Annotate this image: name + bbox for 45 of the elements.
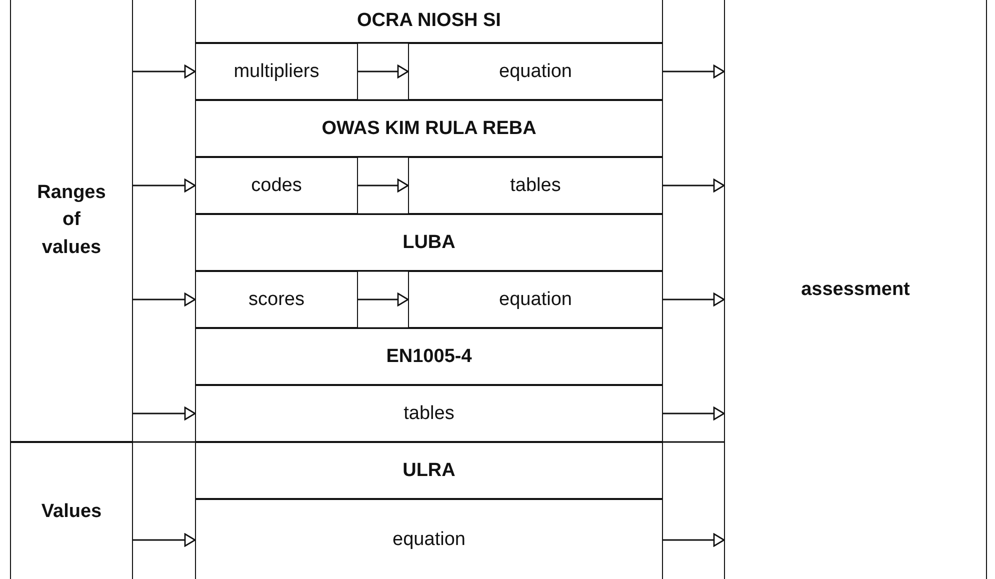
arrow bbox=[133, 292, 196, 306]
cell-text: equation bbox=[499, 60, 572, 84]
step-cell bbox=[195, 271, 358, 328]
method-header bbox=[195, 442, 663, 499]
step-cell bbox=[408, 157, 663, 214]
result-cell bbox=[724, 0, 987, 579]
method-header bbox=[195, 0, 663, 43]
step-cell bbox=[195, 43, 358, 100]
cell-text: tables bbox=[404, 402, 454, 426]
heading-text: OCRA NIOSH SI bbox=[357, 8, 501, 33]
cell-text: multipliers bbox=[234, 60, 320, 84]
cell-text: scores bbox=[248, 288, 304, 312]
heading-text: OWAS KIM RULA REBA bbox=[322, 116, 536, 141]
heading-text: Ranges of values bbox=[36, 180, 107, 260]
step-cell bbox=[408, 271, 663, 328]
heading-text: LUBA bbox=[402, 230, 456, 255]
arrow bbox=[358, 64, 409, 78]
method-header bbox=[195, 214, 663, 271]
arrow bbox=[133, 533, 196, 547]
cell-text: equation bbox=[499, 288, 572, 312]
heading-text: ULRA bbox=[402, 458, 456, 483]
arrow bbox=[663, 178, 725, 192]
arrow bbox=[663, 533, 725, 547]
cell-text: codes bbox=[251, 174, 302, 198]
heading-text: assessment bbox=[801, 278, 910, 302]
label-cell bbox=[10, 0, 133, 442]
arrow bbox=[133, 64, 196, 78]
label-cell bbox=[10, 442, 133, 579]
step-cell bbox=[408, 43, 663, 100]
arrow bbox=[358, 292, 409, 306]
arrow bbox=[358, 178, 409, 192]
arrow bbox=[663, 406, 725, 420]
heading-text: EN1005-4 bbox=[386, 344, 472, 369]
step-cell bbox=[195, 499, 663, 579]
step-cell bbox=[195, 385, 663, 442]
step-cell bbox=[195, 157, 358, 214]
arrow bbox=[663, 64, 725, 78]
heading-text: Values bbox=[41, 500, 102, 524]
method-header bbox=[195, 100, 663, 157]
arrow bbox=[133, 406, 196, 420]
cell-text: equation bbox=[392, 528, 466, 552]
method-header bbox=[195, 328, 663, 385]
arrow bbox=[133, 178, 196, 192]
arrow bbox=[663, 292, 725, 306]
cell-text: tables bbox=[510, 174, 561, 198]
